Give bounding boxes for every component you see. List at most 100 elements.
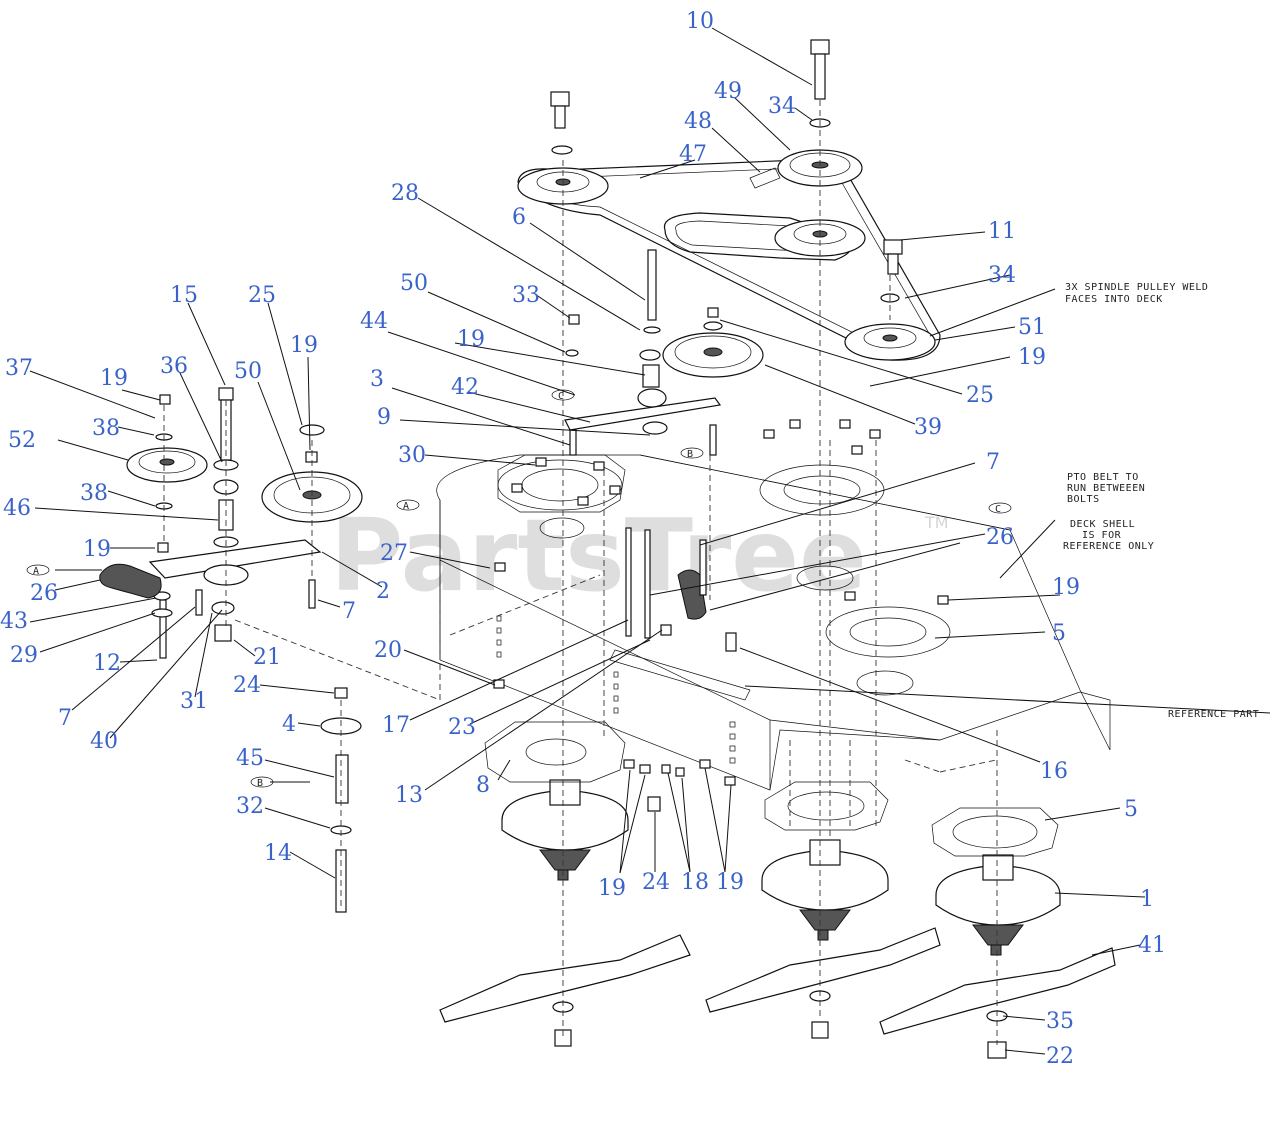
callout-number: 25	[966, 383, 994, 408]
note-pto-1: PTO BELT TO	[1067, 472, 1139, 483]
callout-number: 5	[1052, 621, 1066, 646]
centerlines	[163, 100, 998, 1045]
callout-number: 6	[512, 205, 526, 230]
callout-number: 36	[160, 354, 188, 379]
callout-number: 3	[370, 367, 384, 392]
note-pto-3: BOLTS	[1067, 494, 1100, 505]
callout-number: 21	[253, 645, 281, 670]
callout-number: 22	[1046, 1044, 1074, 1069]
callout-number: 44	[360, 309, 388, 334]
callout-number: 19	[598, 876, 626, 901]
spindle-center	[761, 839, 889, 941]
blades	[439, 927, 1116, 1035]
callout-number: 35	[1046, 1009, 1074, 1034]
leader-lines	[29, 27, 1271, 1055]
deck-bolts	[623, 527, 737, 812]
note-deck-2: IS FOR	[1082, 530, 1122, 541]
pulley-52	[126, 447, 208, 483]
pulley-49	[749, 149, 863, 189]
callout-number: 25	[248, 283, 276, 308]
callout-number: 16	[1040, 759, 1068, 784]
callout-number: 27	[380, 541, 408, 566]
pulley-right	[844, 323, 936, 361]
spindle-left	[501, 779, 629, 881]
callout-number: 19	[1052, 575, 1080, 600]
callout-number: 33	[512, 283, 540, 308]
callout-number: 19	[1018, 345, 1046, 370]
callout-number: 48	[684, 109, 712, 134]
callout-number: 46	[3, 496, 31, 521]
callout-number: 10	[686, 9, 714, 34]
callout-number: 29	[10, 643, 38, 668]
callout-number: 34	[988, 263, 1016, 288]
callout-number: 42	[451, 375, 479, 400]
callout-number: 31	[180, 689, 208, 714]
callout-number: 52	[8, 428, 36, 453]
spindle-right	[935, 854, 1061, 956]
callout-number: 2	[376, 579, 390, 604]
note-deck-1: DECK SHELL	[1070, 519, 1135, 530]
callout-number: 23	[448, 715, 476, 740]
note-spindle-pulley-1: 3X SPINDLE PULLEY WELD	[1065, 282, 1208, 293]
marker-c-center: C	[558, 391, 565, 402]
callout-number: 20	[374, 638, 402, 663]
note-reference-part: REFERENCE PART	[1168, 709, 1259, 720]
note-deck-3: REFERENCE ONLY	[1063, 541, 1154, 552]
idler-pulley-50-center	[662, 332, 764, 378]
callout-number: 50	[400, 271, 428, 296]
callout-number: 28	[391, 181, 419, 206]
callout-number: 19	[100, 366, 128, 391]
callout-number: 19	[716, 870, 744, 895]
callout-number: 38	[92, 416, 120, 441]
reference-markers: B C A A B C	[26, 389, 1012, 789]
callout-number: 5	[1124, 797, 1138, 822]
callout-number: 47	[679, 142, 707, 167]
callout-number: 39	[914, 415, 942, 440]
callout-number: 43	[0, 609, 28, 634]
callout-number: 7	[342, 599, 356, 624]
callout-number: 18	[681, 870, 709, 895]
callout-number: 11	[988, 219, 1016, 244]
callout-number: 24	[642, 870, 670, 895]
callout-number: 40	[90, 729, 118, 754]
marker-b-left: B	[257, 778, 264, 789]
callout-number: 15	[170, 283, 198, 308]
callout-number: 41	[1138, 933, 1166, 958]
callout-number: 19	[457, 327, 485, 352]
callout-number: 7	[986, 450, 1000, 475]
marker-a-left: A	[33, 566, 40, 577]
springs	[677, 539, 707, 620]
marker-a: A	[403, 501, 410, 512]
note-spindle-pulley-2: FACES INTO DECK	[1065, 294, 1163, 305]
callout-number: 24	[233, 673, 261, 698]
marker-b: B	[687, 449, 694, 460]
callout-number: 14	[264, 841, 292, 866]
marker-c: C	[995, 504, 1002, 515]
callout-number: 4	[282, 712, 296, 737]
idler-pulley-50-left	[261, 471, 363, 523]
callout-number: 26	[986, 525, 1014, 550]
callout-number: 50	[234, 359, 262, 384]
callout-number: 51	[1018, 315, 1046, 340]
callout-number: 34	[768, 94, 796, 119]
callout-number: 37	[5, 356, 33, 381]
left-idler-assembly	[99, 387, 362, 913]
callout-number: 38	[80, 481, 108, 506]
note-pto-2: RUN BETWEEEN	[1067, 483, 1145, 494]
callout-number: 12	[93, 651, 121, 676]
callout-number: 30	[398, 443, 426, 468]
callout-number: 13	[395, 783, 423, 808]
callout-number: 32	[236, 794, 264, 819]
callout-number: 17	[382, 713, 410, 738]
hardware-top	[550, 39, 903, 456]
callout-number: 1	[1140, 887, 1154, 912]
callout-number: 8	[476, 773, 490, 798]
callout-number: 7	[58, 706, 72, 731]
watermark-trademark: TM	[924, 513, 949, 532]
callout-number: 19	[83, 537, 111, 562]
callout-number: 19	[290, 333, 318, 358]
callout-number: 26	[30, 581, 58, 606]
callout-number: 9	[377, 405, 391, 430]
watermark-text: PartsTree	[330, 497, 867, 614]
